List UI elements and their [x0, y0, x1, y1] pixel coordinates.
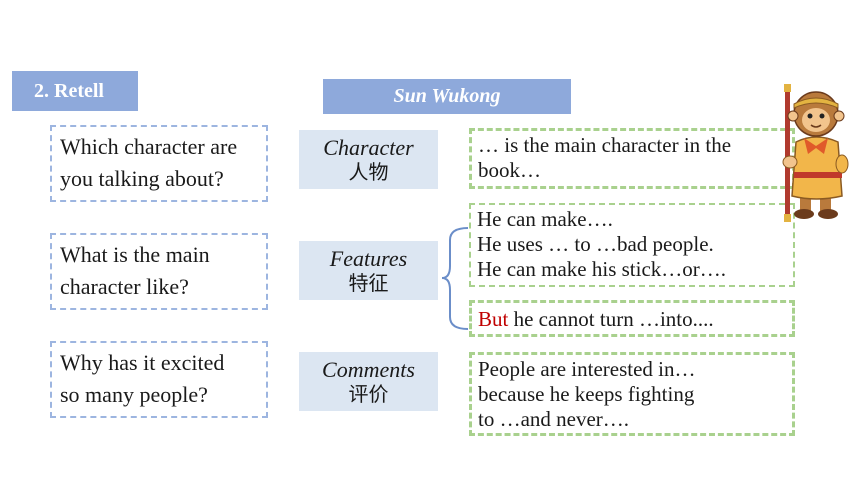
- question-box-features: What is the main character like?: [50, 233, 268, 310]
- answer-box-features: He can make…. He uses … to …bad people. …: [469, 203, 795, 287]
- question-line: Which character are: [60, 134, 238, 159]
- but-highlight: But: [478, 307, 509, 331]
- category-zh: 评价: [348, 381, 389, 406]
- character-name-header: Sun Wukong: [323, 79, 571, 114]
- question-line: What is the main: [60, 242, 210, 267]
- brace-icon: [441, 227, 469, 330]
- category-en: Features: [329, 245, 408, 271]
- answer-box-comments: People are interested in… because he kee…: [469, 352, 795, 436]
- category-en: Comments: [322, 356, 415, 382]
- question-line: you talking about?: [60, 166, 224, 191]
- section-label-text: 2. Retell: [34, 79, 104, 102]
- answer-line: People are interested in…: [478, 357, 696, 381]
- question-line: so many people?: [60, 382, 208, 407]
- answer-line: He uses … to …bad people.: [477, 232, 714, 256]
- monkey-king-icon: [782, 84, 849, 222]
- question-line: character like?: [60, 274, 189, 299]
- category-zh: 特征: [348, 270, 389, 295]
- answer-line: book…: [478, 158, 541, 182]
- answer-line: to …and never….: [478, 407, 630, 431]
- answer-line: because he keeps fighting: [478, 382, 695, 406]
- answer-box-but: But he cannot turn …into....: [469, 300, 795, 337]
- category-zh: 人物: [348, 159, 389, 184]
- answer-box-character: … is the main character in the book…: [469, 128, 795, 189]
- answer-line: He can make his stick…or….: [477, 257, 727, 281]
- category-character: Character 人物: [299, 130, 438, 189]
- character-name-text: Sun Wukong: [393, 85, 501, 107]
- section-label: 2. Retell: [12, 71, 138, 111]
- question-line: Why has it excited: [60, 350, 225, 375]
- question-box-character: Which character are you talking about?: [50, 125, 268, 202]
- but-rest: he cannot turn …into....: [508, 307, 714, 331]
- question-box-comments: Why has it excited so many people?: [50, 341, 268, 418]
- category-en: Character: [323, 134, 414, 160]
- answer-line: He can make….: [477, 207, 613, 231]
- category-comments: Comments 评价: [299, 352, 438, 411]
- category-features: Features 特征: [299, 241, 438, 300]
- answer-line: … is the main character in the: [478, 133, 732, 157]
